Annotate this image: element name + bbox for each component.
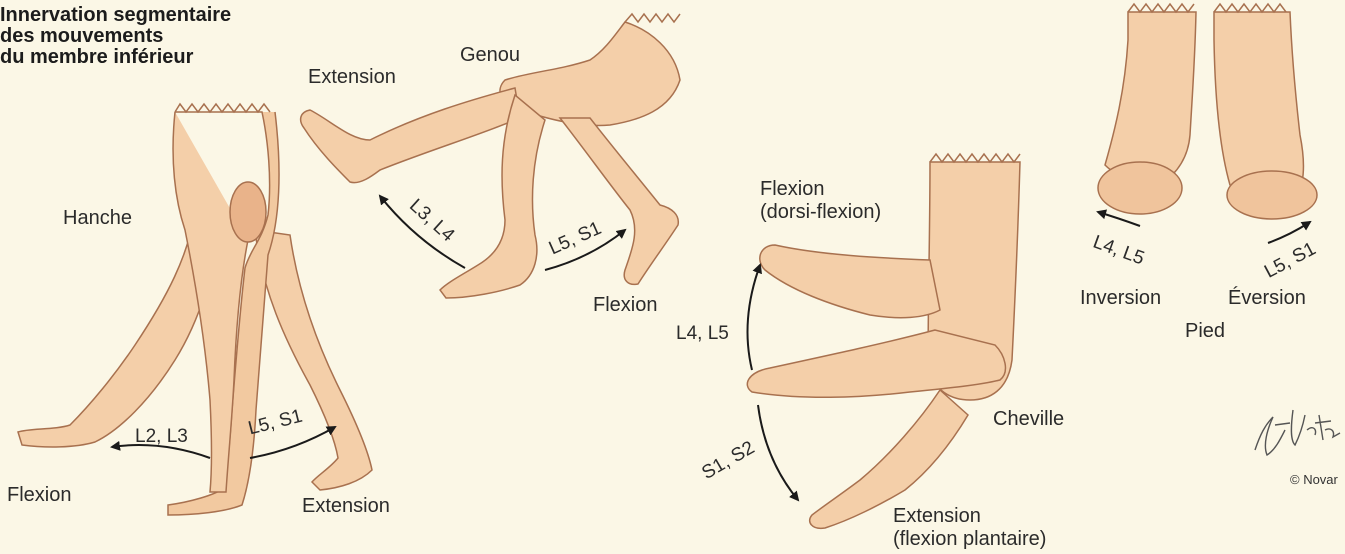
knee-flexion-label: Flexion: [593, 294, 657, 316]
foot-eversion-label: Éversion: [1228, 287, 1306, 309]
ankle-flexion-segments: L4, L5: [676, 323, 729, 345]
foot-eversion-sole: [1227, 171, 1317, 219]
knee-extension-label: Extension: [308, 66, 396, 88]
title-line-1: Innervation segmentaire: [0, 5, 231, 26]
foot-eversion-arrow: [1268, 222, 1310, 243]
hip-flexion-segments: L2, L3: [135, 426, 188, 448]
netter-signature: [1245, 395, 1345, 465]
title-line-3: du membre inférieur: [0, 47, 231, 68]
hip-region-label: Hanche: [63, 207, 132, 229]
foot-leg-inversion: [1105, 12, 1196, 185]
diagram-title: Innervation segmentaire des mouvements d…: [0, 5, 231, 68]
foot-inversion-sole: [1098, 162, 1182, 214]
hip-flexion-label: Flexion: [7, 484, 71, 506]
hip-illustration: [18, 104, 372, 515]
foot-leg-eversion: [1214, 12, 1304, 197]
ankle-foot-dorsiflexed: [760, 245, 940, 318]
knee-leg-extended: [301, 88, 520, 183]
ankle-flexion-arrow: [748, 265, 761, 370]
hip-leg-extended: [255, 230, 372, 490]
knee-region-label: Genou: [460, 44, 520, 66]
foot-region-label: Pied: [1185, 320, 1225, 342]
foot-inversion-label: Inversion: [1080, 287, 1161, 309]
ankle-flexion-detail: (dorsi-flexion): [760, 201, 881, 223]
hip-extension-label: Extension: [302, 495, 390, 517]
ankle-extension-label: Extension: [893, 505, 981, 527]
ankle-extension-detail: (flexion plantaire): [893, 528, 1046, 550]
ankle-extension-arrow: [758, 405, 798, 500]
ankle-flexion-label: Flexion: [760, 178, 824, 200]
ankle-region-label: Cheville: [993, 408, 1064, 430]
title-line-2: des mouvements: [0, 26, 231, 47]
copyright-notice: © Novar: [1290, 472, 1338, 487]
foot-illustration: [1098, 4, 1317, 243]
